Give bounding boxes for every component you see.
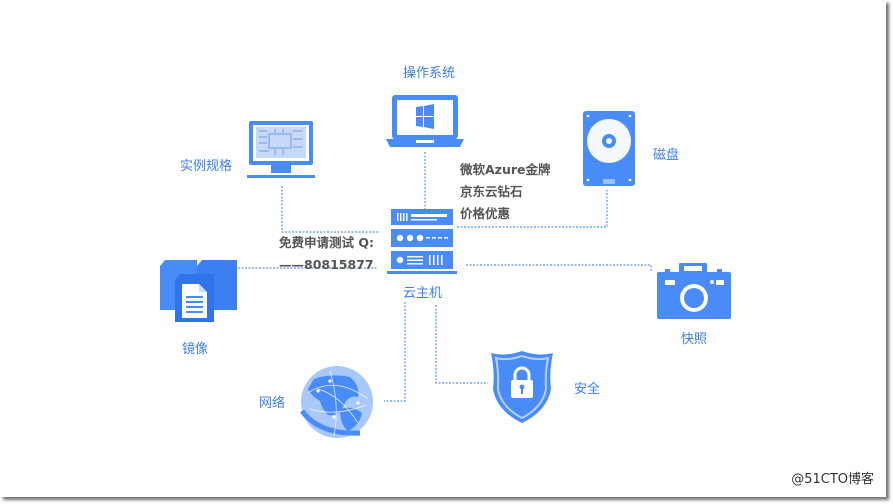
trial-line-qq: ——80815877 xyxy=(279,257,374,272)
laptop-windows-icon xyxy=(386,95,464,147)
security-label: 安全 xyxy=(574,382,601,397)
image-stack-icon xyxy=(160,260,237,322)
promo-line-azure: 微软Azure金牌 xyxy=(460,162,551,177)
instance-label: 实例规格 xyxy=(180,159,233,174)
connector-disk xyxy=(457,190,608,228)
image-label: 镜像 xyxy=(182,342,209,357)
connector-lines xyxy=(238,152,652,402)
snapshot-label: 快照 xyxy=(681,332,708,347)
watermark: @51CTO博客 xyxy=(791,472,874,487)
globe-icon xyxy=(300,366,373,438)
monitor-circuit-icon xyxy=(247,121,315,178)
slide-canvas: 操作系统 实例规格 磁盘 微软Az xyxy=(160,66,874,487)
promo-line-discount: 价格优惠 xyxy=(460,206,511,221)
connector-security xyxy=(435,305,488,384)
disk-label: 磁盘 xyxy=(653,148,680,163)
os-label: 操作系统 xyxy=(403,66,456,81)
trial-line-label: 免费申请测试 Q: xyxy=(279,235,374,250)
hard-disk-icon xyxy=(583,111,635,186)
network-label: 网络 xyxy=(259,396,286,411)
trial-text: 免费申请测试 Q: ——80815877 xyxy=(279,232,374,276)
camera-icon xyxy=(657,263,731,319)
connector-network xyxy=(384,302,406,402)
connector-snapshot xyxy=(466,264,652,272)
promo-line-jdcloud: 京东云钻石 xyxy=(460,184,523,199)
shield-lock-icon xyxy=(491,351,553,423)
center-label: 云主机 xyxy=(403,286,443,301)
promo-text: 微软Azure金牌 京东云钻石 价格优惠 xyxy=(460,159,551,225)
server-icon xyxy=(387,209,457,274)
connector-instance xyxy=(281,186,378,233)
